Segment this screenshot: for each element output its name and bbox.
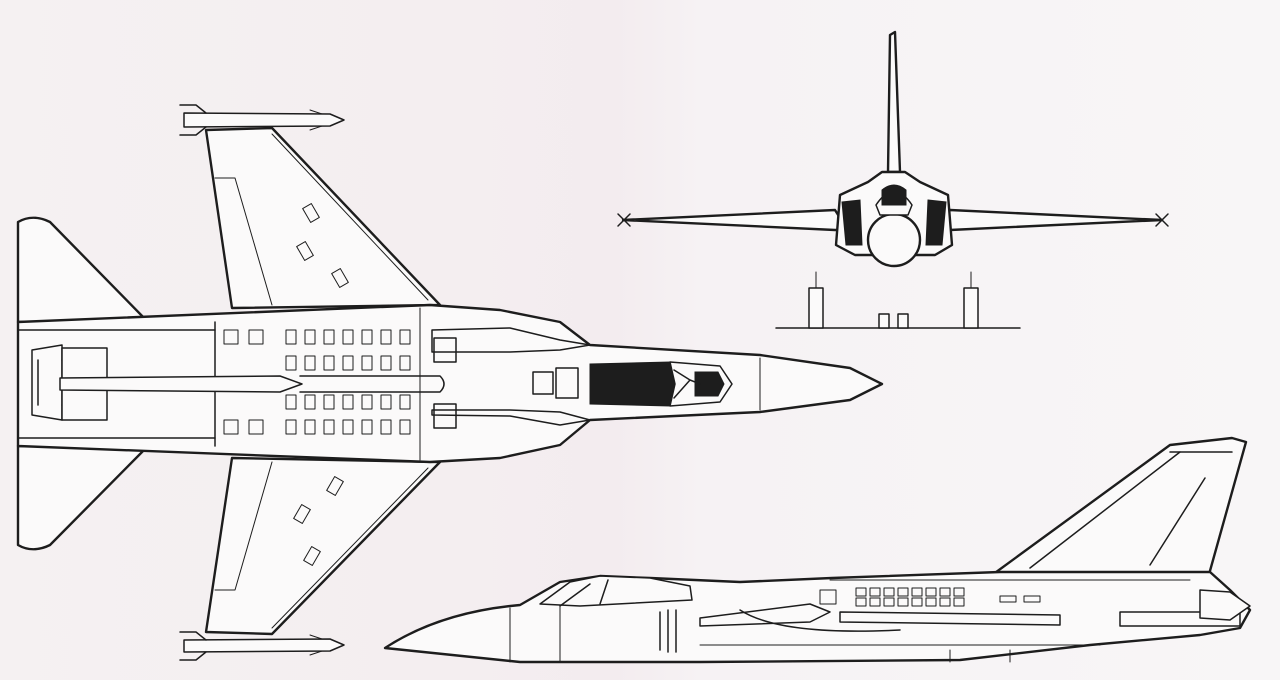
upper-wing [204,126,442,310]
canopy-shaded [589,361,676,407]
upper-wingtip-missile [179,104,345,136]
side-panels [819,587,1041,607]
side-view [383,436,1252,664]
front-stores [775,271,1021,329]
front-intake-right [925,199,947,246]
front-intake-left [841,199,863,246]
lower-fuselage-panels [223,394,411,435]
wing-panels [293,203,349,566]
upper-stabilizer [16,216,150,324]
lower-stabilizer [16,444,150,551]
side-canopy [539,575,693,607]
lower-wingtip-missile [179,631,345,661]
front-view [617,30,1169,329]
plan-view [16,104,884,661]
lower-wing [204,456,442,636]
vertical-fin-side [986,436,1248,580]
upper-fuselage-panels [223,329,411,371]
centerline-tank [59,375,303,393]
vertical-fin-front [886,30,902,174]
front-radome [866,212,922,268]
